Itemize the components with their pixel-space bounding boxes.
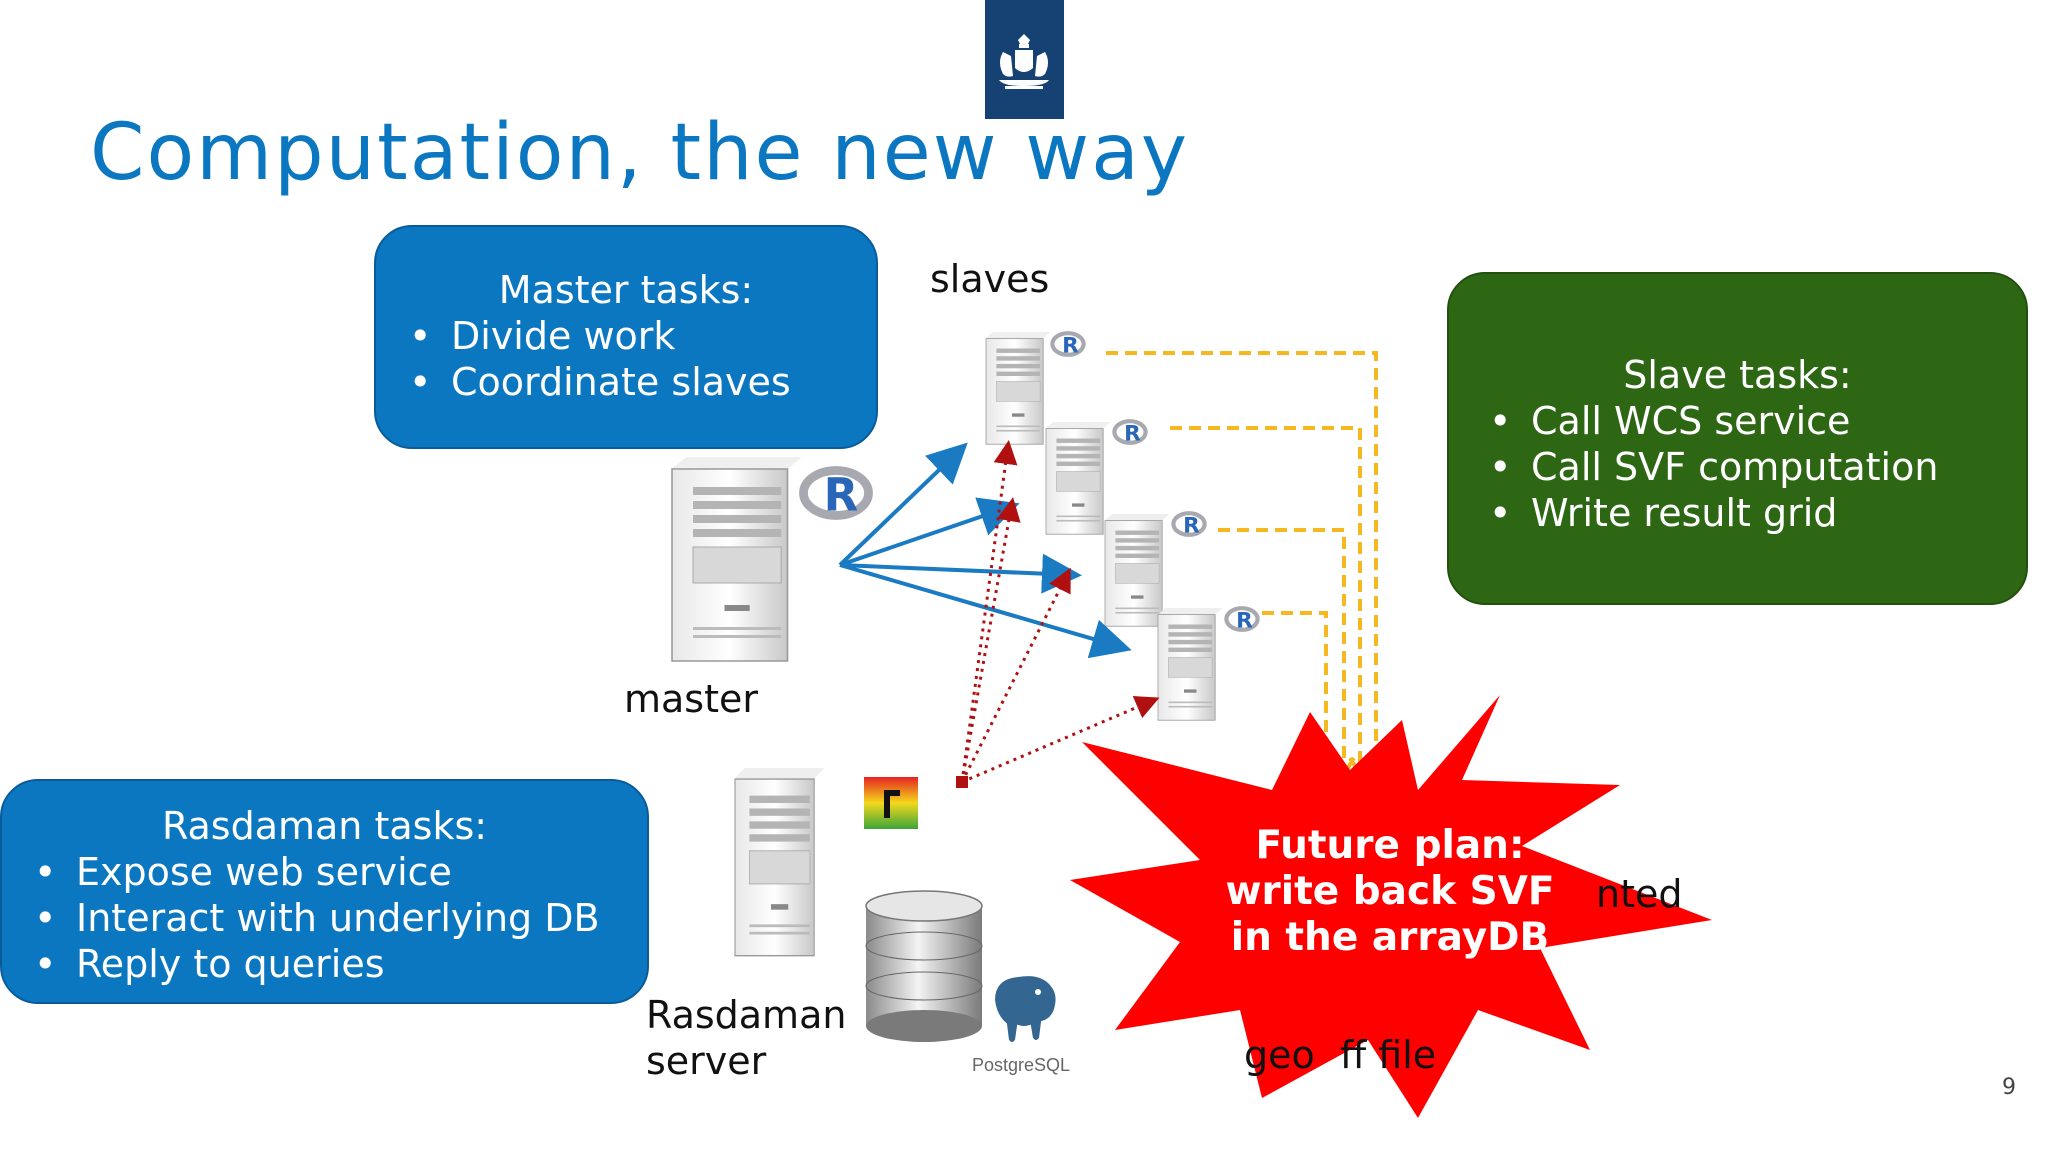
slave-server-icon (1045, 421, 1111, 535)
list-item: Divide work (409, 313, 876, 359)
slave-server-icon (1104, 513, 1170, 627)
r-logo-icon (1226, 608, 1257, 633)
slave-tasks-list: Call WCS service Call SVF computation Wr… (1449, 398, 2026, 536)
callout-line: write back SVF (1225, 869, 1555, 914)
page-number: 9 (2002, 1075, 2016, 1100)
r-logo-icon (804, 469, 869, 522)
postgresql-logo-icon (992, 974, 1058, 1044)
list-item: Coordinate slaves (409, 359, 876, 405)
master-server-icon (671, 456, 803, 662)
rasdaman-server-icon (734, 767, 825, 957)
list-item: Expose web service (34, 849, 647, 895)
rasdaman-tasks-box: Rasdaman tasks: Expose web service Inter… (0, 779, 649, 1004)
slide-title: Computation, the new way (90, 108, 1190, 198)
master-label: master (624, 677, 759, 721)
list-item: Write result grid (1489, 490, 2026, 536)
partial-file-label-left: geo (1244, 1033, 1315, 1077)
master-tasks-heading: Master tasks: (498, 268, 754, 312)
r-logo-icon (1173, 513, 1204, 538)
rasdaman-logo-icon (864, 777, 918, 829)
list-item: Reply to queries (34, 941, 647, 987)
callout-line: Future plan: (1255, 823, 1525, 868)
slave-to-output-dashed-lines (1106, 351, 1378, 770)
rasdaman-to-slave-arrows (960, 440, 1160, 784)
rasdaman-server-label-line1: Rasdaman (646, 993, 847, 1037)
future-plan-starburst (1070, 695, 1712, 1118)
postgresql-label: PostgreSQL (972, 1055, 1071, 1075)
future-plan-callout: Future plan: write back SVF in the array… (1190, 823, 1590, 961)
rasdaman-server-label-line2: server (646, 1039, 767, 1083)
rasdaman-connector (956, 776, 968, 788)
partial-output-label: nted (1596, 872, 1683, 916)
list-item: Interact with underlying DB (34, 895, 647, 941)
coat-of-arms-icon (999, 34, 1049, 89)
database-icon (865, 890, 983, 1042)
master-to-slave-arrows (838, 442, 1132, 659)
slave-server-icon (1157, 607, 1223, 721)
slave-tasks-box: Slave tasks: Call WCS service Call SVF c… (1447, 272, 2028, 605)
slaves-label: slaves (930, 257, 1050, 301)
callout-line: in the arrayDB (1230, 915, 1550, 960)
partial-file-label-right: ff file (1340, 1033, 1437, 1077)
slave-tasks-heading: Slave tasks: (1623, 353, 1852, 397)
rasdaman-tasks-list: Expose web service Interact with underly… (2, 849, 647, 987)
rasdaman-tasks-heading: Rasdaman tasks: (161, 804, 488, 848)
slave-server-icon (985, 331, 1051, 445)
master-tasks-list: Divide work Coordinate slaves (376, 313, 876, 405)
list-item: Call SVF computation (1489, 444, 2026, 490)
list-item: Call WCS service (1489, 398, 2026, 444)
government-logo (985, 0, 1064, 119)
r-logo-icon (1114, 421, 1145, 446)
r-logo-icon (1052, 333, 1083, 358)
master-tasks-box: Master tasks: Divide work Coordinate sla… (374, 225, 878, 449)
